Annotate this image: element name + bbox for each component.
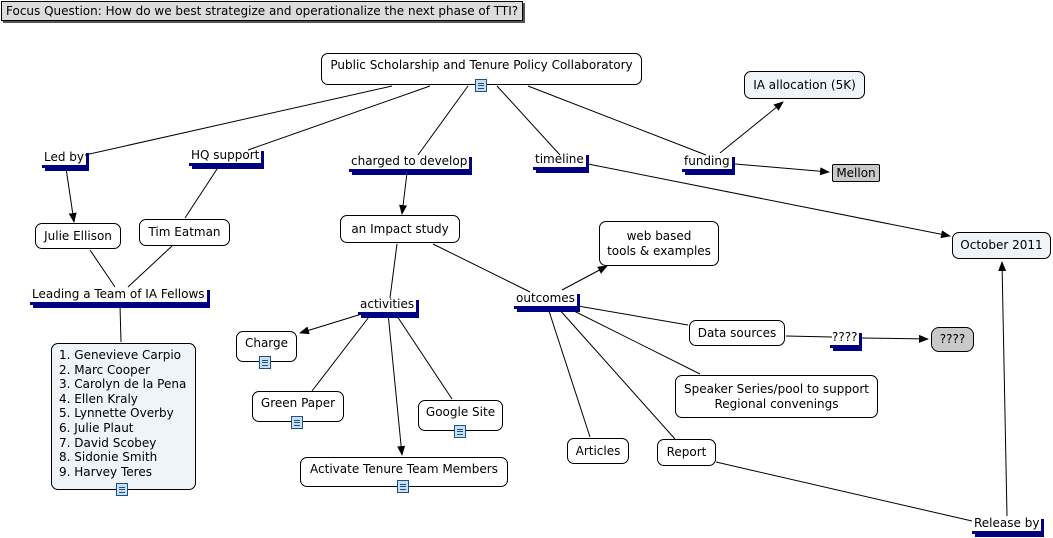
link-hq-support[interactable]: HQ support (189, 148, 262, 166)
concept-data-sources[interactable]: Data sources (689, 320, 785, 346)
concept-label: tools & examples (607, 243, 711, 258)
link-leading-team[interactable]: Leading a Team of IA Fellows (30, 287, 207, 305)
concept-label: Speaker Series/pool to support (684, 381, 869, 396)
concept-speaker-series[interactable]: Speaker Series/pool to support Regional … (675, 375, 878, 418)
link-outcomes[interactable]: outcomes (514, 291, 577, 309)
concept-mellon[interactable]: Mellon (832, 164, 880, 182)
concept-web-tools[interactable]: web based tools & examples (599, 221, 719, 266)
concept-tim-eatman[interactable]: Tim Eatman (139, 219, 230, 246)
resource-icon[interactable] (259, 356, 271, 369)
concept-label: web based (626, 228, 692, 243)
concept-label: Charge (244, 336, 289, 350)
list-item: 4. Ellen Kraly (59, 391, 138, 406)
list-item: 3. Carolyn de la Pena (59, 377, 187, 392)
resource-icon[interactable] (397, 480, 409, 493)
list-item: 2. Marc Cooper (59, 362, 151, 377)
list-item: 7. David Scobey (59, 435, 157, 450)
concept-articles[interactable]: Articles (567, 438, 629, 464)
concept-label: Regional convenings (714, 396, 839, 411)
link-funding[interactable]: funding (682, 154, 732, 172)
list-item: 5. Lynnette Overby (59, 406, 174, 421)
concept-fellows-list[interactable]: 1. Genevieve Carpio 2. Marc Cooper 3. Ca… (51, 343, 196, 490)
list-item: 6. Julie Plaut (59, 420, 134, 435)
link-activities[interactable]: activities (358, 297, 417, 315)
list-item: 1. Genevieve Carpio (59, 348, 182, 362)
concept-label: Green Paper (260, 396, 336, 410)
link-led-by[interactable]: Led by (42, 150, 87, 168)
concept-october-2011[interactable]: October 2011 (952, 232, 1051, 259)
list-item: 8. Sidonie Smith (59, 450, 158, 465)
concept-unknown[interactable]: ???? (931, 327, 974, 352)
link-timeline[interactable]: timeline (533, 152, 586, 170)
link-charged-to-develop[interactable]: charged to develop (349, 154, 470, 172)
fellows-list: 1. Genevieve Carpio 2. Marc Cooper 3. Ca… (59, 348, 195, 479)
concept-ia-allocation[interactable]: IA allocation (5K) (744, 71, 865, 99)
resource-icon[interactable] (454, 425, 466, 438)
concept-impact-study[interactable]: an Impact study (340, 215, 460, 243)
resource-icon[interactable] (291, 416, 303, 429)
resource-icon[interactable] (116, 483, 128, 496)
concept-label: Public Scholarship and Tenure Policy Col… (330, 57, 633, 72)
concept-label: Google Site (425, 405, 496, 419)
concept-julie-ellison[interactable]: Julie Ellison (35, 223, 121, 249)
link-release-by[interactable]: Release by (972, 516, 1042, 534)
concept-report[interactable]: Report (657, 439, 716, 466)
resource-icon[interactable] (475, 79, 487, 92)
concept-google-site[interactable]: Google Site (418, 400, 503, 431)
list-item: 9. Harvey Teres (59, 464, 152, 479)
concept-label: Activate Tenure Team Members (310, 461, 498, 476)
link-unknown[interactable]: ???? (830, 330, 860, 348)
focus-question: Focus Question: How do we best strategiz… (1, 1, 524, 21)
